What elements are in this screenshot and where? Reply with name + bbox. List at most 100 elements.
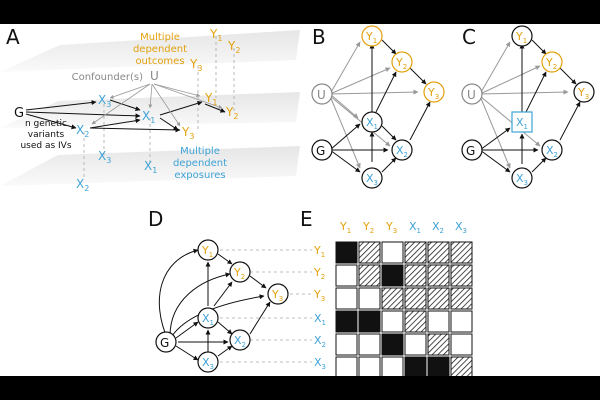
matrix-cell-r1-c3 — [381, 241, 404, 264]
svg-text:Y3: Y3 — [577, 86, 589, 101]
d-row-label-y2: Y2 — [313, 266, 325, 281]
matrix-cell-r4-c5 — [427, 310, 450, 333]
panel-a-top-outcomes: Y1 Y2 Y3 — [189, 27, 240, 73]
svg-text:X1: X1 — [202, 312, 214, 327]
matrix-cell-r1-c4 — [404, 241, 427, 264]
outcomes-annotation-line2: dependent — [133, 44, 187, 55]
d-node-y2 — [229, 261, 251, 283]
label-y2-mid: Y2 — [225, 105, 238, 121]
svg-text:X1: X1 — [516, 116, 528, 131]
svg-text:X3: X3 — [366, 172, 378, 187]
panel-e-column-labels: Y1 Y2 Y3 X1 X2 X3 — [339, 220, 467, 235]
panel-b: B Y1 Y2 Y3 U — [311, 25, 445, 189]
matrix-cell-r2-c1 — [335, 264, 358, 287]
label-x3-bottom: X3 — [98, 149, 111, 165]
matrix-cell-r5-c5 — [427, 333, 450, 356]
genetic-annotation-line3: used as IVs — [20, 141, 71, 151]
svg-text:G: G — [466, 144, 475, 158]
svg-text:Y2: Y2 — [545, 56, 557, 71]
label-x3-mid: X3 — [98, 93, 111, 109]
g-arrows — [25, 99, 226, 133]
panel-label-c: C — [462, 25, 476, 49]
panel-d-dashed-links — [220, 249, 312, 363]
exposures-annotation-line3: exposures — [174, 170, 225, 181]
d-node-x3 — [197, 351, 219, 373]
svg-text:X3: X3 — [202, 356, 214, 371]
exposures-annotation-line2: dependent — [173, 158, 227, 169]
panel-c-edges — [479, 39, 581, 173]
svg-text:Y2: Y2 — [233, 266, 245, 281]
d-row-label-y1: Y1 — [313, 244, 325, 259]
c-node-y1 — [511, 25, 533, 47]
panel-a: A Multiple dependent outcomes Multiple d… — [0, 25, 300, 193]
label-y2-top: Y2 — [227, 39, 240, 55]
svg-text:Y3: Y3 — [427, 86, 439, 101]
label-x1-mid: X1 — [142, 109, 155, 125]
genetic-annotation-line2: variants — [28, 130, 65, 140]
matrix-cell-r6-c4 — [404, 356, 427, 379]
c-node-y2 — [541, 51, 563, 73]
b-node-g — [311, 139, 333, 161]
matrix-cell-r6-c5 — [427, 356, 450, 379]
node-u: U — [150, 69, 159, 83]
matrix-cell-r4-c4 — [404, 310, 427, 333]
d-node-x1 — [197, 307, 219, 329]
node-g: G — [14, 106, 24, 121]
matrix-cell-r2-c6 — [450, 264, 473, 287]
label-y3-top: Y3 — [189, 57, 202, 73]
label-x2-mid: X2 — [76, 123, 89, 139]
d-row-label-x1: X1 — [314, 312, 326, 327]
panel-d: D Y1 Y2 — [148, 207, 326, 373]
matrix-cell-r1-c1 — [335, 241, 358, 264]
panel-d-nodes: Y1 Y2 Y3 X1 X2 X3 G — [155, 239, 289, 373]
matrix-cell-r5-c1 — [335, 333, 358, 356]
matrix-cell-r2-c5 — [427, 264, 450, 287]
d-node-y3 — [267, 283, 289, 305]
c-node-g — [461, 139, 483, 161]
c-node-x3 — [511, 167, 533, 189]
panel-c: C Y1 Y2 Y3 U X1 — [461, 25, 595, 189]
svg-text:Y1: Y1 — [515, 30, 527, 45]
matrix-cell-r3-c5 — [427, 287, 450, 310]
matrix-cell-r6-c6 — [450, 356, 473, 379]
exposures-annotation-line1: Multiple — [180, 146, 220, 157]
label-y1-top: Y1 — [209, 27, 222, 43]
panel-a-middle-nodes: Y1 Y2 Y3 X3 X1 X2 — [76, 91, 238, 141]
matrix-cell-r3-c6 — [450, 287, 473, 310]
label-y1-mid: Y1 — [204, 91, 217, 107]
figure-background — [0, 24, 600, 376]
d-node-y1 — [197, 239, 219, 261]
matrix-cell-r2-c4 — [404, 264, 427, 287]
svg-text:G: G — [160, 336, 169, 350]
b-node-x2 — [391, 139, 413, 161]
matrix-cell-r5-c4 — [404, 333, 427, 356]
confounder-annotation: Confounder(s) — [72, 72, 143, 83]
svg-text:G: G — [316, 144, 325, 158]
matrix-cell-r5-c6 — [450, 333, 473, 356]
c-node-u — [461, 83, 483, 105]
panel-label-e: E — [300, 207, 313, 231]
svg-text:X2: X2 — [396, 144, 408, 159]
adjacency-matrix — [335, 241, 473, 379]
svg-text:X3: X3 — [516, 172, 528, 187]
matrix-cell-r5-c3 — [381, 333, 404, 356]
genetic-annotation-line1: n genetic — [25, 119, 67, 129]
c-node-x1-conditioned — [511, 111, 533, 133]
matrix-cell-r4-c2 — [358, 310, 381, 333]
svg-text:Y1: Y1 — [365, 30, 377, 45]
panel-label-b: B — [312, 25, 326, 49]
matrix-cell-r3-c2 — [358, 287, 381, 310]
svg-text:Y2: Y2 — [395, 56, 407, 71]
panel-label-d: D — [148, 207, 163, 231]
d-row-label-y3: Y3 — [313, 288, 325, 303]
c-node-y3 — [573, 81, 595, 103]
outcomes-annotation-line1: Multiple — [140, 32, 180, 43]
svg-text:X2: X2 — [546, 144, 558, 159]
d-node-g — [155, 331, 177, 353]
svg-text:Y3: Y3 — [271, 288, 283, 303]
b-node-y1 — [361, 25, 383, 47]
matrix-cell-r1-c5 — [427, 241, 450, 264]
panel-a-bottom-exposures: X3 X1 X2 — [76, 149, 157, 193]
matrix-cell-r2-c3 — [381, 264, 404, 287]
